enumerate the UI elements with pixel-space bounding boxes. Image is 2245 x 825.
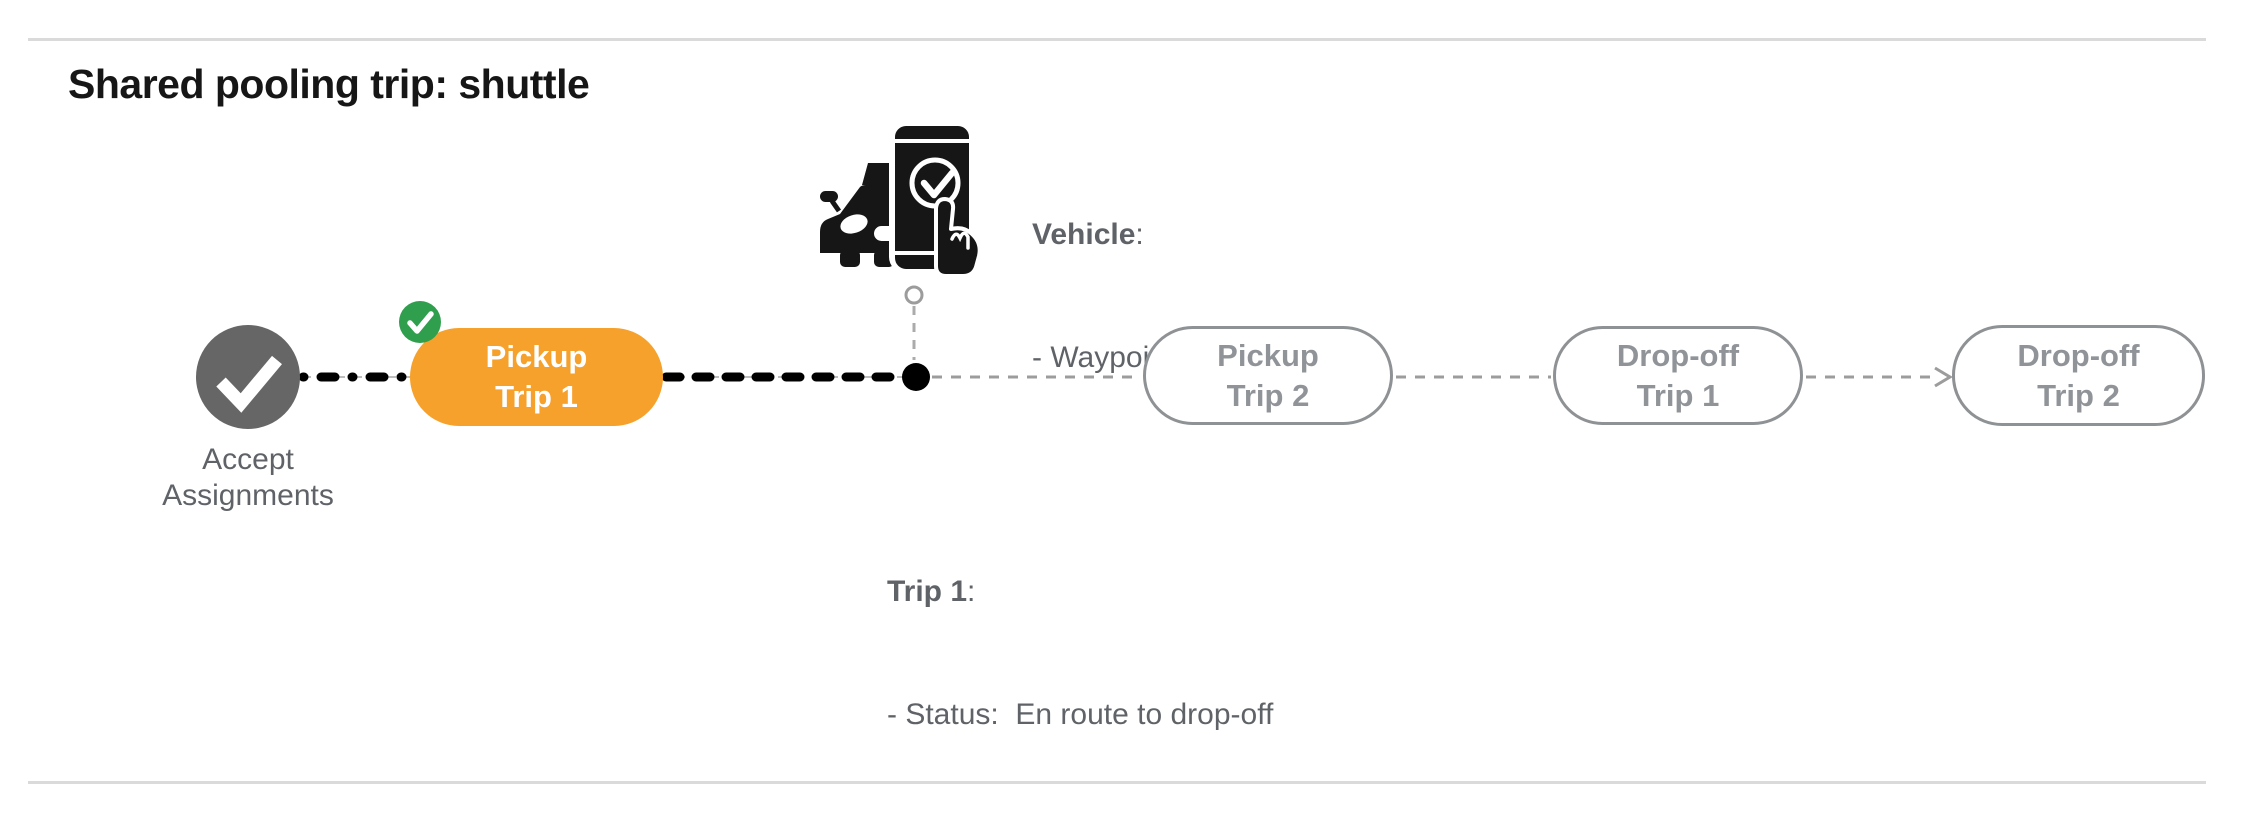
vehicle-marker-circle: [904, 285, 924, 305]
vehicle-icon: [820, 122, 982, 274]
trip1-waypoints: - Remaining waypoints: 2: [887, 817, 1273, 825]
trip1-status: - Status: En route to drop-off: [887, 698, 1274, 731]
pill-dropoff-trip1: Drop-off Trip 1: [1553, 326, 1803, 425]
trip-info: Trip 1: - Status: En route to drop-off -…: [887, 489, 1273, 825]
pill-line1: Pickup: [1217, 337, 1319, 373]
check-icon: [407, 311, 434, 334]
vehicle-info-title: Vehicle: [1032, 218, 1136, 251]
pill-line1: Drop-off: [2017, 337, 2140, 373]
accept-node-circle: [196, 325, 300, 429]
pill-line1: Drop-off: [1616, 337, 1740, 373]
top-divider: [28, 38, 2206, 41]
trip1-title-line: Trip 1:: [887, 575, 976, 608]
page-title: Shared pooling trip: shuttle: [68, 61, 590, 107]
pill-line2: Trip 2: [2037, 377, 2120, 413]
pill-pickup-trip1: Pickup Trip 1: [410, 328, 663, 426]
hand-glyph: [934, 197, 982, 274]
current-position-dot: [902, 363, 930, 391]
accept-assignments-node: [196, 325, 300, 429]
accept-assignments-label: Accept Assignments: [162, 443, 334, 512]
pill-line1: Pickup: [485, 339, 588, 374]
check-icon: [216, 355, 282, 413]
trip1-completed-badge: [399, 301, 441, 343]
vehicle-info-title-line: Vehicle:: [1032, 218, 1144, 251]
route-arrowhead-icon: [1934, 366, 1953, 388]
pill-line2: Trip 1: [1636, 377, 1720, 413]
pill-line2: Trip 1: [495, 379, 578, 414]
bottom-divider: [28, 781, 2206, 784]
badge-circle: [399, 301, 441, 343]
pill-line2: Trip 2: [1226, 377, 1310, 413]
pill-pickup-trip2: Pickup Trip 2: [1143, 326, 1393, 425]
pill-dropoff-trip2: Drop-off Trip 2: [1952, 325, 2205, 426]
trip1-title: Trip 1: [887, 575, 968, 608]
